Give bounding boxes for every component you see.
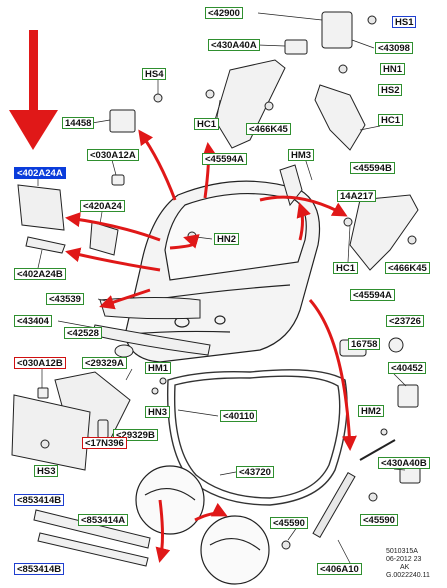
part-label-42528[interactable]: <42528 bbox=[64, 327, 102, 339]
part-label-hc1-top-right[interactable]: HC1 bbox=[378, 114, 404, 126]
part-label-420a24[interactable]: <420A24 bbox=[80, 200, 125, 212]
part-label-030a12b[interactable]: <030A12B bbox=[14, 357, 66, 369]
part-label-030a12a[interactable]: <030A12A bbox=[87, 149, 139, 161]
part-label-hn3[interactable]: HN3 bbox=[145, 406, 171, 418]
reference-code: 5010315A bbox=[386, 548, 418, 555]
selection-arrow-icon bbox=[9, 30, 58, 150]
part-label-45594a-top[interactable]: <45594A bbox=[202, 153, 247, 165]
part-label-hs2[interactable]: HS2 bbox=[378, 84, 403, 96]
part-label-430a40b[interactable]: <430A40B bbox=[378, 457, 430, 469]
part-label-406a10[interactable]: <406A10 bbox=[317, 563, 362, 575]
part-label-466k45-mid[interactable]: <466K45 bbox=[385, 262, 430, 274]
part-label-hc1-mid[interactable]: HC1 bbox=[333, 262, 359, 274]
part-label-402a24b[interactable]: <402A24B bbox=[14, 268, 66, 280]
reference-suffix: AK bbox=[400, 564, 410, 571]
detail-circles bbox=[135, 465, 270, 585]
part-label-402a24a[interactable]: <402A24A bbox=[14, 167, 66, 179]
part-label-hs4[interactable]: HS4 bbox=[142, 68, 167, 80]
part-label-hn1[interactable]: HN1 bbox=[380, 63, 406, 75]
part-label-hs1[interactable]: HS1 bbox=[392, 16, 417, 28]
reference-id: G.0022240.11 bbox=[386, 572, 430, 579]
part-label-29329a[interactable]: <29329A bbox=[82, 357, 127, 369]
part-label-hs3[interactable]: HS3 bbox=[34, 465, 59, 477]
part-label-45594b[interactable]: <45594B bbox=[350, 162, 395, 174]
part-label-hc1-top-left[interactable]: HC1 bbox=[194, 118, 220, 130]
part-label-466k45-top[interactable]: <466K45 bbox=[246, 123, 291, 135]
part-label-45590-right[interactable]: <45590 bbox=[360, 514, 398, 526]
spoiler-parts bbox=[109, 11, 421, 484]
direction-arrows bbox=[65, 129, 357, 563]
part-label-23726[interactable]: <23726 bbox=[386, 315, 424, 327]
part-label-40110[interactable]: <40110 bbox=[220, 410, 258, 422]
trim-panels-left bbox=[11, 184, 211, 471]
part-label-42900[interactable]: <42900 bbox=[205, 7, 243, 19]
part-label-853414a[interactable]: <853414A bbox=[78, 514, 129, 526]
part-label-43539[interactable]: <43539 bbox=[46, 293, 84, 305]
part-label-853414b-top[interactable]: <853414B bbox=[14, 494, 65, 506]
part-label-853414b-bottom[interactable]: <853414B bbox=[14, 563, 65, 575]
part-label-45590-left[interactable]: <45590 bbox=[270, 517, 308, 529]
part-label-hm1[interactable]: HM1 bbox=[145, 362, 172, 374]
part-label-43098[interactable]: <43098 bbox=[375, 42, 413, 54]
gas-strut bbox=[312, 439, 396, 538]
part-label-14458[interactable]: 14458 bbox=[62, 117, 95, 129]
part-label-43720[interactable]: <43720 bbox=[236, 466, 274, 478]
reference-date: 06-2012 23 bbox=[386, 556, 422, 563]
part-label-40452[interactable]: <40452 bbox=[388, 362, 426, 374]
part-label-430a40a[interactable]: <430A40A bbox=[208, 39, 260, 51]
part-label-17n396[interactable]: <17N396 bbox=[82, 437, 127, 449]
part-label-hm3[interactable]: HM3 bbox=[288, 149, 315, 161]
part-label-hm2[interactable]: HM2 bbox=[358, 405, 385, 417]
part-label-45594a-mid[interactable]: <45594A bbox=[350, 289, 395, 301]
part-label-43404[interactable]: <43404 bbox=[14, 315, 52, 327]
part-label-16758[interactable]: 16758 bbox=[348, 338, 381, 350]
part-label-14a217[interactable]: 14A217 bbox=[337, 190, 377, 202]
side-strips bbox=[33, 509, 151, 567]
part-label-hn2[interactable]: HN2 bbox=[214, 233, 240, 245]
diagram-reference: 5010315A 06-2012 23 AK G.0022240.11 bbox=[386, 548, 430, 580]
